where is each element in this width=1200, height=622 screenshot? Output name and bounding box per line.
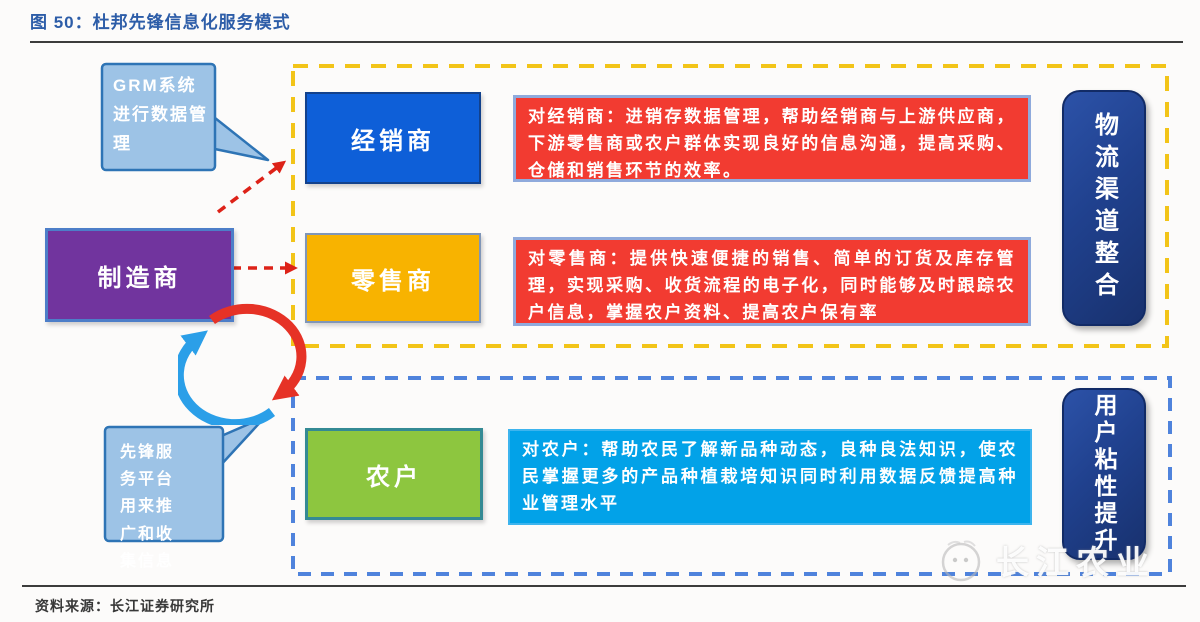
pioneer-callout-body <box>103 425 225 543</box>
farmer-node: 农户 <box>305 428 483 520</box>
pioneer-callout-label: 先锋服务平台用来推广和收集信息 <box>120 444 175 570</box>
pioneer-callout: 先锋服务平台用来推广和收集信息 <box>103 415 278 570</box>
grm-callout-tail <box>208 112 270 162</box>
grm-callout: GRM系统进行数据管理 <box>100 62 275 177</box>
figure-title: 图 50：杜邦先锋信息化服务模式 <box>30 13 291 32</box>
retailer-description: 对零售商：提供快速便捷的销售、简单的订货及库存管理，实现采购、收货流程的电子化，… <box>513 237 1031 326</box>
stickiness-outcome-box: 用户粘性提升 <box>1062 388 1146 560</box>
manufacturer-node: 制造商 <box>45 228 234 322</box>
farmer-section-dashed-frame <box>291 376 1172 576</box>
logistics-section-dashed-frame <box>291 64 1169 348</box>
logistics-outcome-label: 物流渠道整合 <box>1090 112 1118 304</box>
grm-callout-label: GRM系统进行数据管理 <box>113 76 208 153</box>
farmer-description: 对农户：帮助农民了解新品种动态，良种良法知识，使农民掌握更多的产品种植栽培知识同… <box>508 429 1032 525</box>
logistics-outcome-box: 物流渠道整合 <box>1062 90 1146 326</box>
title-divider <box>30 41 1183 43</box>
cycle-arrow-red <box>209 303 307 401</box>
source-note: 资料来源：长江证券研究所 <box>35 598 215 614</box>
cycle-arrow-blue <box>178 330 276 425</box>
grm-callout-body <box>100 62 217 172</box>
dealer-label: 经销商 <box>351 127 435 155</box>
dealer-description: 对经销商：进销存数据管理，帮助经销商与上游供应商，下游零售商或农户群体实现良好的… <box>513 95 1031 182</box>
retailer-node: 零售商 <box>305 233 481 323</box>
dealer-node: 经销商 <box>305 92 481 184</box>
stickiness-outcome-label: 用户粘性提升 <box>1091 393 1117 555</box>
bottom-divider <box>22 585 1186 587</box>
cycle-arrows <box>178 303 307 425</box>
retailer-label: 零售商 <box>351 267 435 295</box>
manufacturer-to-dealer-arrow <box>216 160 287 214</box>
farmer-label: 农户 <box>366 463 422 491</box>
manufacturer-label: 制造商 <box>97 264 182 292</box>
